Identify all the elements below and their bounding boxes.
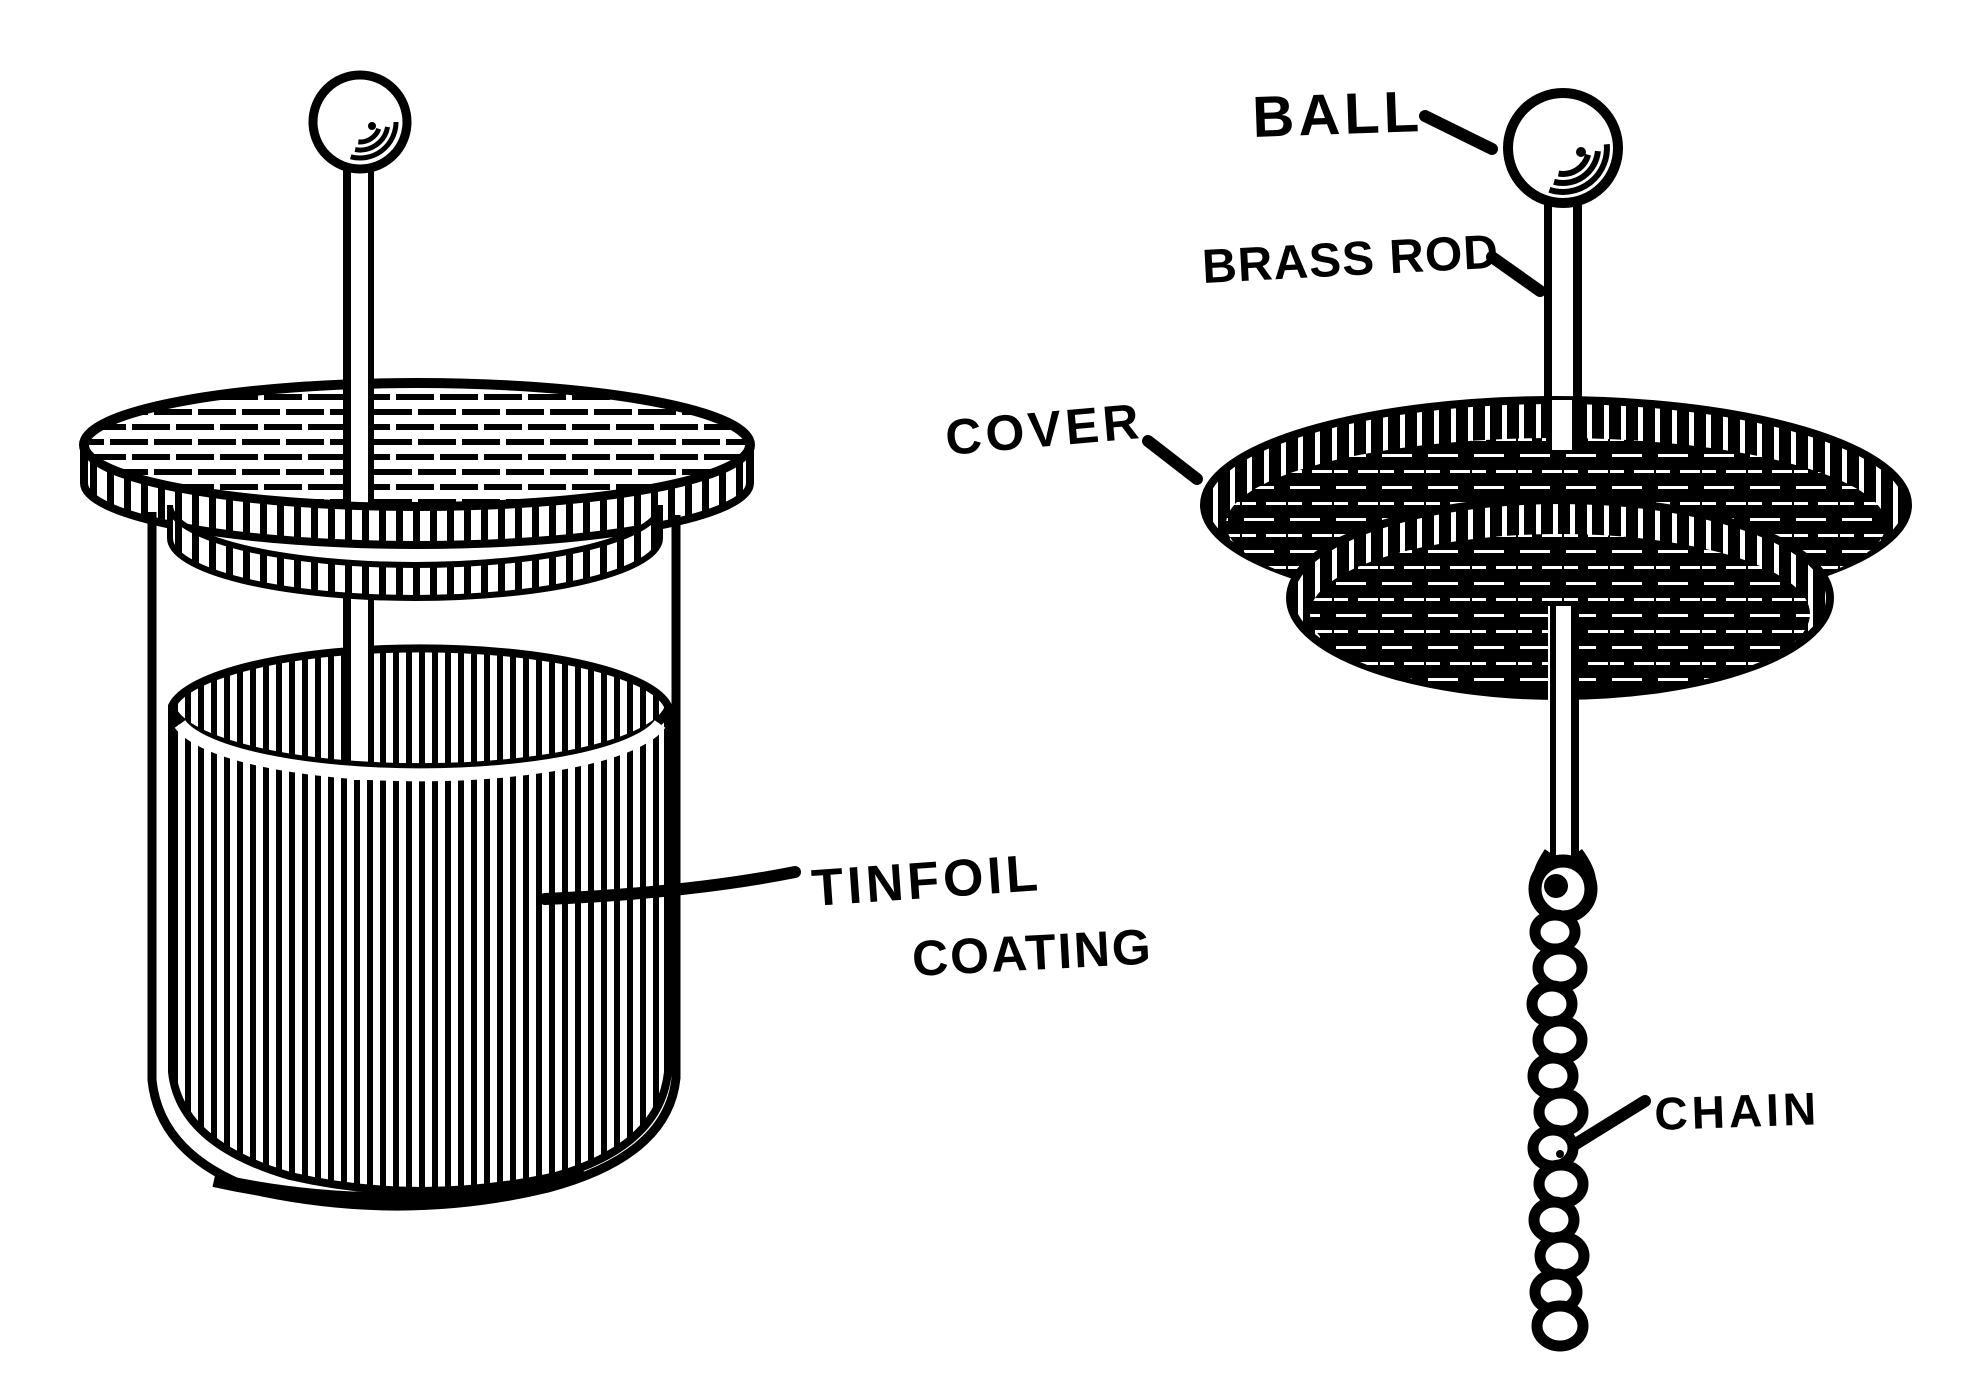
- jar-ball: [308, 70, 412, 174]
- rod-eyelet: [1528, 854, 1598, 924]
- leader-line-ball: [1419, 110, 1498, 155]
- rod-slot-through-cover: [1546, 400, 1580, 450]
- label-ball: BALL: [1251, 79, 1424, 150]
- leader-line-tinfoil: [539, 866, 801, 905]
- glass-jar-outline: [147, 512, 681, 1211]
- jar-cover-rim: [80, 444, 754, 549]
- right-figure-cover-assembly: [1200, 88, 1912, 1352]
- leader-line-brass-rod: [1486, 251, 1546, 297]
- label-brass-rod: BRASS ROD: [1201, 226, 1500, 294]
- label-chain: CHAIN: [1654, 1082, 1821, 1140]
- label-tinfoil-line2: COATING: [911, 918, 1154, 987]
- leader-line-chain: [1556, 1095, 1651, 1158]
- assembly-ball: [1503, 88, 1623, 208]
- assembly-brass-rod-lower: [1532, 605, 1596, 881]
- jar-cover-inner-lip: [167, 504, 663, 601]
- left-figure-leyden-jar: [79, 70, 755, 1211]
- chain: [1526, 909, 1590, 1352]
- jar-brass-rod-lower: [343, 585, 374, 780]
- tinfoil-coating: [168, 644, 672, 1195]
- jar-brass-rod-upper: [343, 160, 374, 512]
- label-tinfoil-line1: TINFOIL: [810, 844, 1044, 918]
- jar-bottom-shadow: [212, 1165, 586, 1207]
- label-cover: COVER: [943, 393, 1145, 466]
- leader-line-cover: [1142, 435, 1203, 485]
- tinfoil-rim-highlight: [174, 720, 666, 782]
